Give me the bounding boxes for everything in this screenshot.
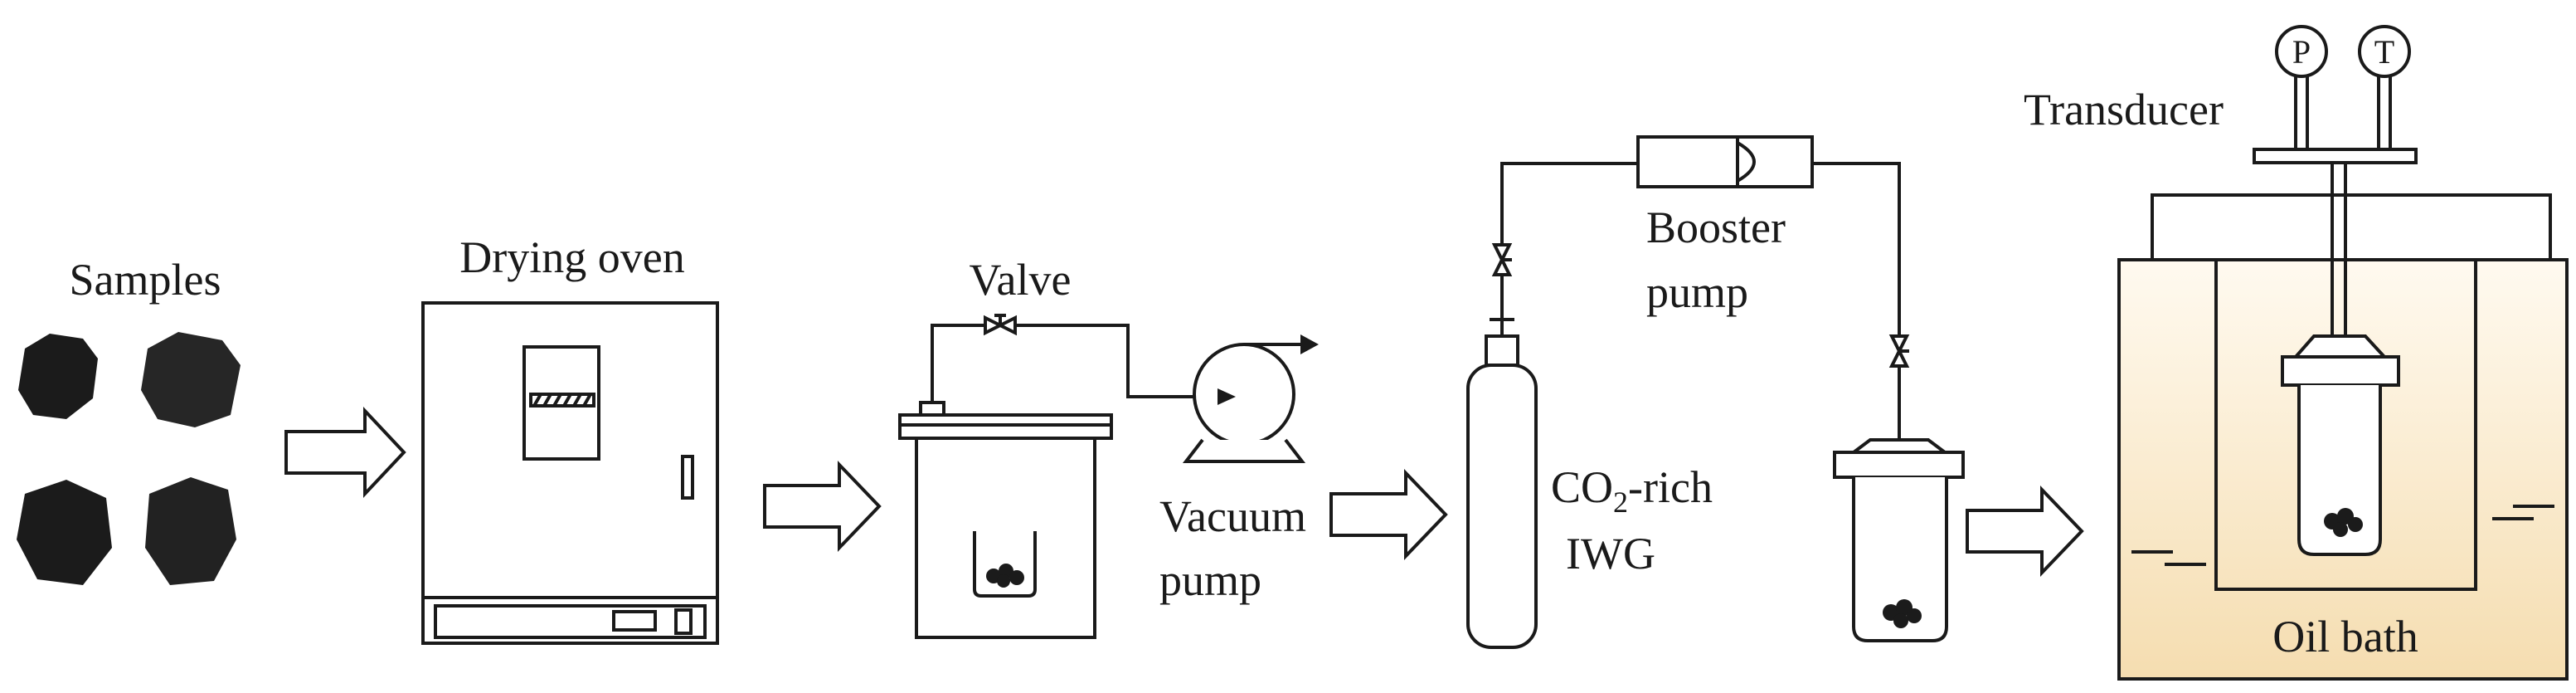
valve-icon[interactable] [1888, 334, 1910, 368]
samples-group: Samples [17, 255, 241, 585]
sample-rock-2 [141, 332, 241, 427]
samples-label: Samples [70, 255, 221, 305]
transducer-label: Transducer [2024, 85, 2224, 134]
co2-rich-label: CO2-rich [1551, 462, 1713, 519]
sample-cell [1833, 438, 1965, 642]
booster-pump-icon [1636, 135, 1814, 188]
gas-cylinder-icon [1466, 318, 1538, 649]
svg-text:T: T [2374, 33, 2394, 71]
drying-oven: Drying oven [421, 232, 719, 645]
iwg-label: IWG [1566, 529, 1655, 578]
process-arrow-icon [1329, 469, 1448, 560]
valve-icon[interactable] [984, 314, 1017, 336]
drying-oven-label: Drying oven [459, 232, 684, 282]
sample-rock-3 [17, 480, 112, 585]
vacuum-pump-label: pump [1159, 555, 1261, 605]
valve-icon[interactable] [1491, 243, 1513, 276]
vacuum-chamber: Valve [898, 255, 1194, 639]
valve-label: Valve [970, 255, 1072, 305]
pressure-gauge-icon: P [2275, 25, 2328, 78]
oven-handle [681, 455, 694, 500]
transducer-manifold [2253, 75, 2418, 164]
vacuum-pump-icon [1182, 334, 1319, 463]
process-arrow-icon [1966, 486, 2084, 577]
oil-bath-label: Oil bath [2272, 612, 2418, 661]
process-arrow-icon [284, 406, 406, 499]
sample-rock-1 [18, 334, 98, 419]
reactor-cell [2281, 162, 2400, 556]
vacuum-label: Vacuum [1159, 491, 1306, 541]
svg-text:P: P [2292, 33, 2311, 71]
process-arrow-icon [763, 461, 882, 552]
temperature-gauge-icon: T [2358, 25, 2411, 78]
sample-rock-4 [145, 477, 236, 585]
booster-pump-label: pump [1646, 267, 1748, 317]
booster-label: Booster [1646, 203, 1786, 252]
